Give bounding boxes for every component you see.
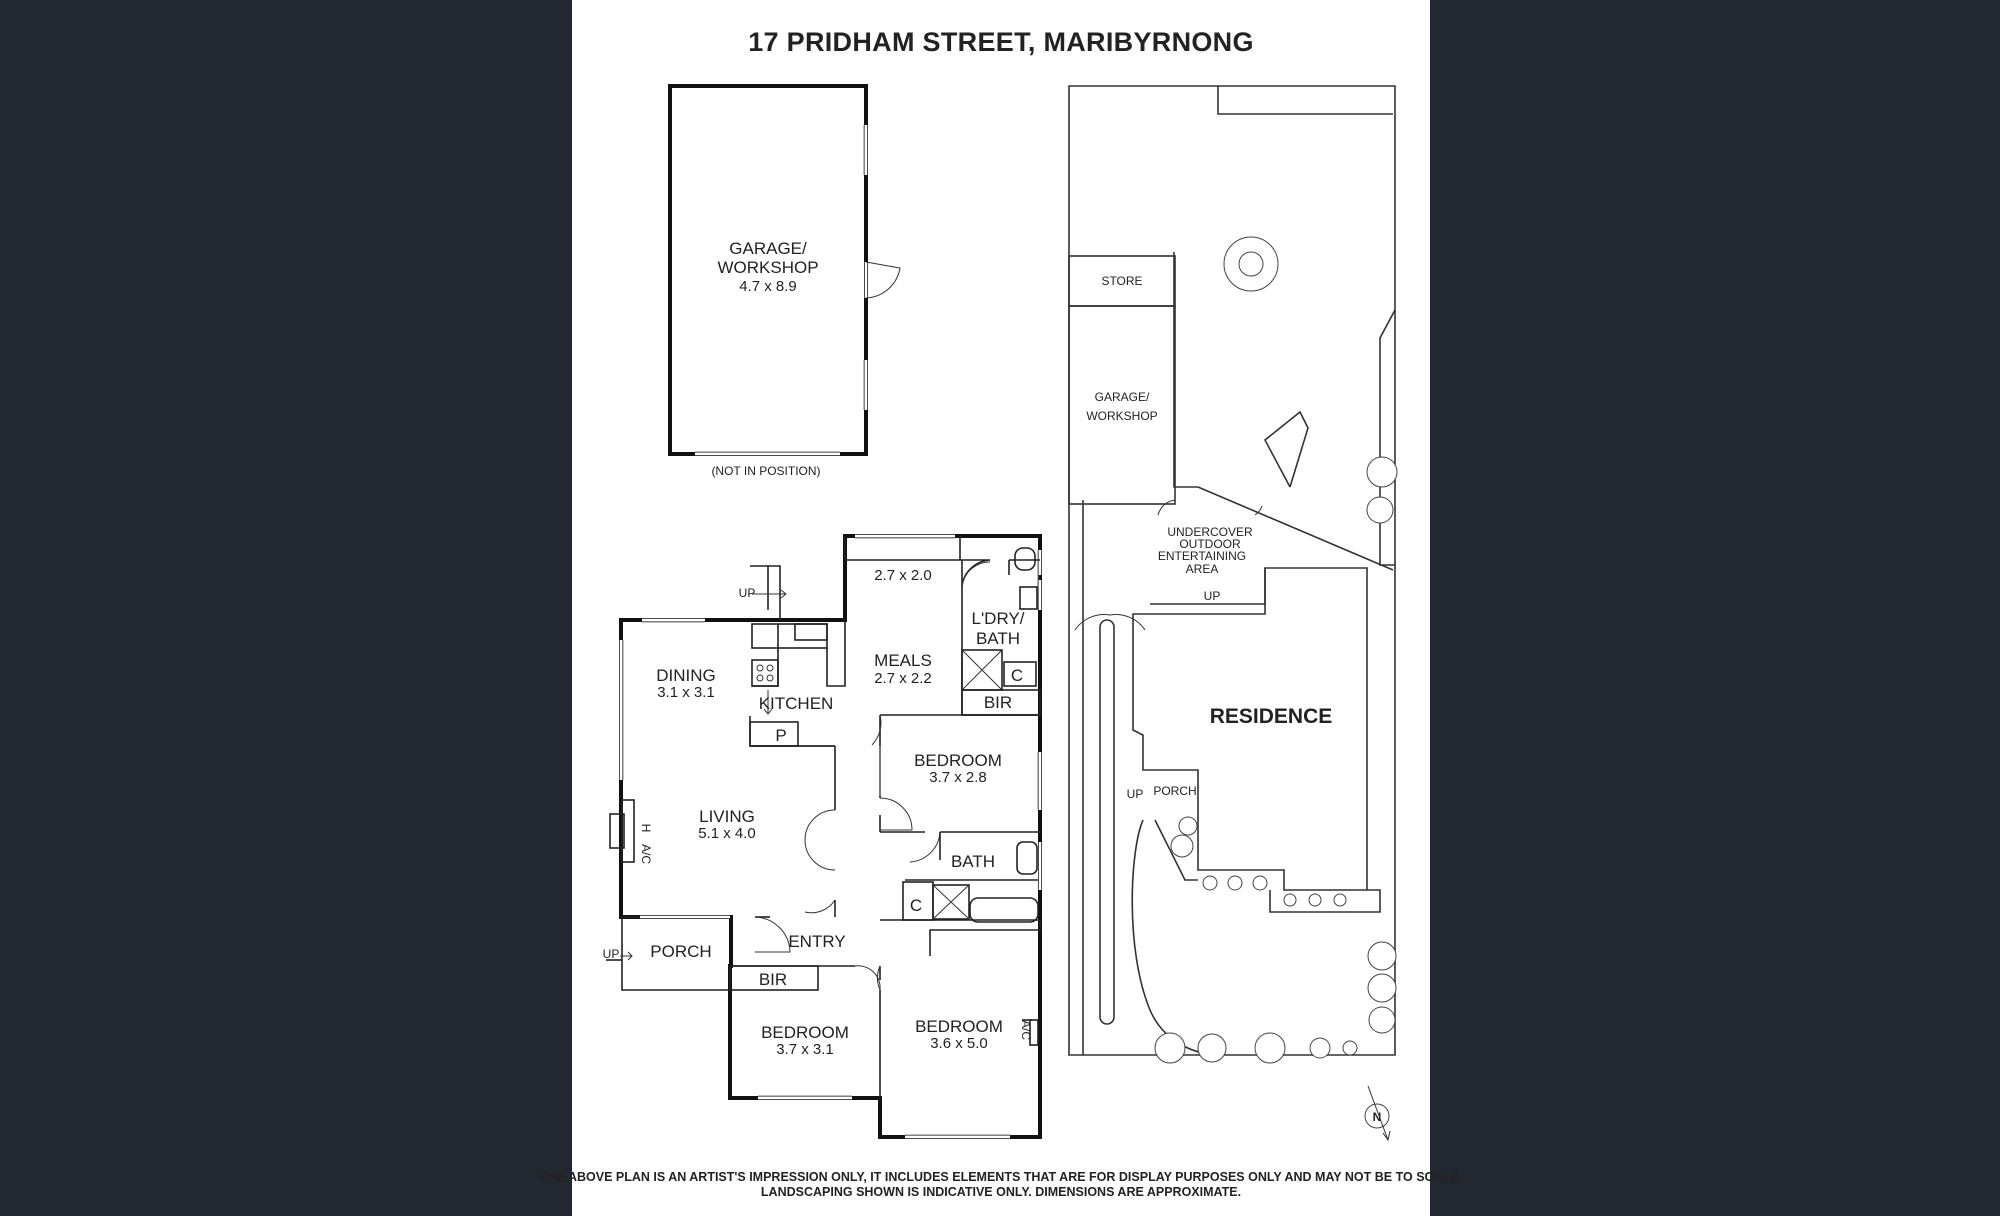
site-plan: STORE GARAGE/ WORKSHOP UNDERCOVER OUTDOO… — [1068, 85, 1398, 1142]
bir-label-1: BIR — [984, 693, 1012, 712]
living-label: LIVING — [699, 807, 755, 826]
bir-label-2: BIR — [759, 970, 787, 989]
meals-dimensions: 2.7 x 2.2 — [874, 670, 932, 687]
bedroom3-label: BEDROOM — [915, 1017, 1003, 1036]
garage-label-2: WORKSHOP — [717, 258, 818, 277]
cupboard-label-2: C — [910, 896, 922, 915]
store-label: STORE — [1101, 274, 1142, 288]
disclaimer-line-2: LANDSCAPING SHOWN IS INDICATIVE ONLY. DI… — [761, 1185, 1241, 1199]
detached-garage: GARAGE/ WORKSHOP 4.7 x 8.9 (NOT IN POSIT… — [668, 84, 901, 478]
kitchen-up-label: UP — [739, 586, 756, 600]
site-up-label: UP — [1127, 787, 1144, 801]
garage-note: (NOT IN POSITION) — [711, 464, 820, 478]
porch-label: PORCH — [650, 942, 711, 961]
bedroom2-dimensions: 3.7 x 3.1 — [776, 1041, 834, 1058]
meals-label: MEALS — [874, 651, 932, 670]
kitchen-label: KITCHEN — [759, 694, 834, 713]
dining-dimensions: 3.1 x 3.1 — [657, 684, 715, 701]
outdoor-label-2: OUTDOOR — [1179, 537, 1241, 551]
laundry-label-2: BATH — [976, 629, 1020, 648]
site-garage-label: GARAGE/ — [1095, 390, 1150, 404]
pantry-label: P — [775, 726, 786, 745]
garage-dimensions: 4.7 x 8.9 — [739, 278, 797, 295]
living-dimensions: 5.1 x 4.0 — [698, 825, 756, 842]
laundry-label: L'DRY/ — [971, 609, 1024, 628]
north-arrow-label: N — [1373, 1110, 1382, 1124]
bedroom1-label: BEDROOM — [914, 751, 1002, 770]
living-ac-label: A/C — [639, 844, 653, 864]
disclaimer-line-1: THE ABOVE PLAN IS AN ARTIST'S IMPRESSION… — [540, 1170, 1462, 1184]
dining-label: DINING — [656, 666, 716, 685]
bath-label: BATH — [951, 852, 995, 871]
bedroom1-dimensions: 3.7 x 2.8 — [929, 769, 987, 786]
site-up-label-2: UP — [1204, 589, 1221, 603]
plan-title: 17 PRIDHAM STREET, MARIBYRNONG — [748, 27, 1254, 57]
porch-up-label: UP — [603, 947, 620, 961]
outdoor-label-3: ENTERTAINING — [1158, 549, 1246, 563]
bedroom3-dimensions: 3.6 x 5.0 — [930, 1035, 988, 1052]
bedroom2-label: BEDROOM — [761, 1023, 849, 1042]
site-porch-label: PORCH — [1153, 784, 1196, 798]
living-heater-label: H — [639, 824, 653, 833]
house-floor-plan: UP — [603, 534, 1042, 1139]
floor-plan-sheet — [572, 0, 1430, 1216]
outdoor-label-4: AREA — [1186, 562, 1219, 576]
outdoor-label-1: UNDERCOVER — [1167, 525, 1253, 539]
cupboard-label-1: C — [1011, 666, 1023, 685]
entry-label: ENTRY — [788, 932, 845, 951]
bedroom3-ac-label: A/C — [1019, 1020, 1033, 1040]
room-dim-unnamed: 2.7 x 2.0 — [874, 567, 932, 584]
residence-label: RESIDENCE — [1210, 705, 1333, 728]
garage-label: GARAGE/ — [729, 239, 807, 258]
site-garage-label-2: WORKSHOP — [1086, 409, 1157, 423]
